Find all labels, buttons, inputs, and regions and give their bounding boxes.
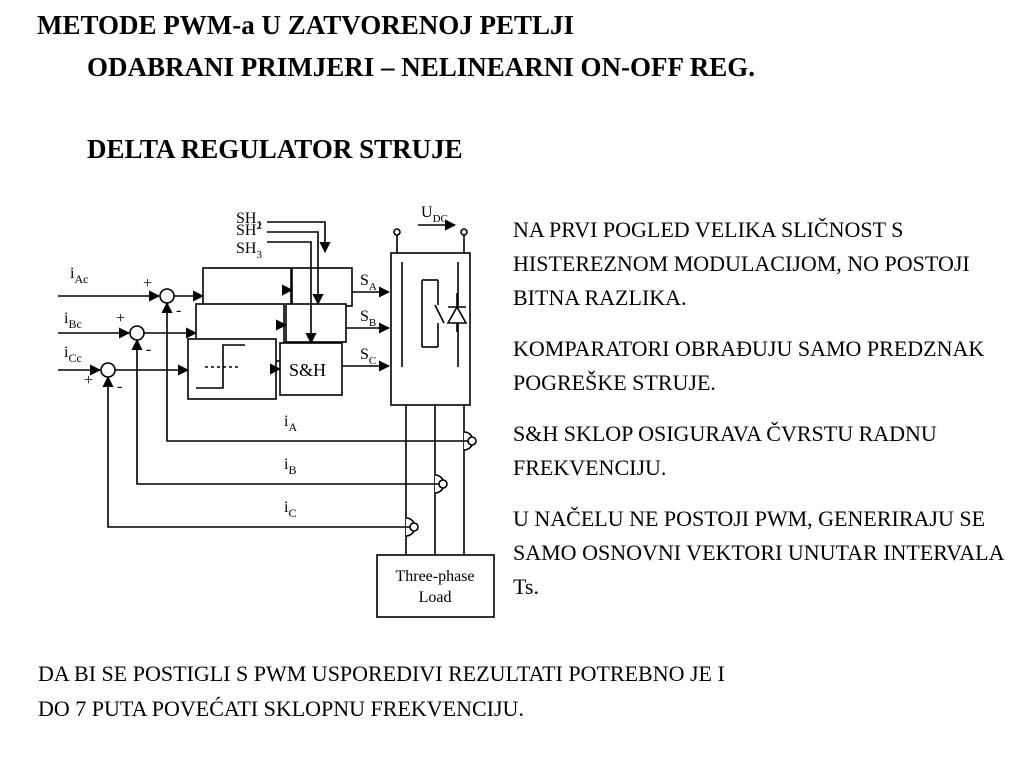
input-label-a: iAc — [70, 265, 88, 286]
bottom-text-line1: DA BI SE POSTIGLI S PWM USPOREDIVI REZUL… — [38, 661, 725, 686]
load-label-line1: Three-phase — [395, 568, 474, 585]
feedback-line-c — [102, 375, 410, 528]
dc-voltage-label: UDC — [421, 204, 448, 225]
feedback-line-a — [161, 301, 468, 442]
notes-panel: NA PRVI POGLED VELIKA SLIČNOST S HISTERE… — [513, 213, 1018, 621]
sh1-label: SH1 — [236, 210, 262, 231]
note-item: NA PRVI POGLED VELIKA SLIČNOST S HISTERE… — [513, 217, 970, 310]
switch-signal-a: SA — [360, 272, 377, 293]
bottom-text-line2: DO 7 PUTA POVEĆATI SKLOPNU FREKVENCIJU. — [38, 696, 524, 721]
note-item: S&H SKLOP OSIGURAVA ČVRSTU RADNU FREKVEN… — [513, 421, 937, 480]
sh3-label: SH3 — [236, 240, 262, 261]
sh-block-b — [285, 303, 347, 343]
minus-sign-b: - — [146, 341, 151, 358]
input-label-c: iCc — [64, 344, 82, 365]
switch-signal-c: SC — [360, 346, 376, 367]
feedback-label-b: iB — [284, 456, 296, 477]
feedback-label-c: iC — [284, 499, 296, 520]
slide-subtitle: DELTA REGULATOR STRUJE — [87, 134, 463, 164]
sum-junction-b — [129, 325, 145, 341]
bottom-text: DA BI SE POSTIGLI S PWM USPOREDIVI REZUL… — [38, 656, 998, 726]
plus-sign-b: + — [116, 310, 125, 327]
sh-block-a — [291, 267, 353, 307]
minus-sign-a: - — [176, 302, 181, 319]
input-label-b: iBc — [64, 310, 82, 331]
sum-junction-a — [159, 288, 175, 304]
sum-junction-c — [100, 362, 116, 378]
sh-block-label: S&H — [289, 360, 326, 380]
comparator-block-c — [187, 338, 277, 400]
feedback-label-a: iA — [284, 413, 297, 434]
plus-sign-c: + — [84, 372, 93, 389]
plus-sign-a: + — [143, 275, 152, 292]
note-item: U NAČELU NE POSTOJI PWM, GENERIRAJU SE S… — [513, 506, 1004, 599]
slide-title-line2: ODABRANI PRIMJERI – NELINEARNI ON-OFF RE… — [87, 52, 756, 82]
inverter-switch — [434, 304, 445, 324]
feedback-line-b — [131, 338, 439, 485]
note-item: KOMPARATORI OBRAĐUJU SAMO PREDZNAK POGRE… — [513, 336, 985, 395]
slide-title: METODE PWM-a U ZATVORENOJ PETLJI — [37, 10, 574, 40]
switch-signal-b: SB — [360, 308, 376, 329]
delta-current-regulator-diagram: iAc iBc iCc + - + - + - SH1 SH2 SH3 S&H … — [58, 204, 495, 618]
load-label-line2: Load — [419, 589, 452, 606]
minus-sign-c: - — [117, 378, 122, 395]
three-phase-load — [376, 554, 495, 618]
sh2-label: SH2 — [236, 220, 262, 239]
